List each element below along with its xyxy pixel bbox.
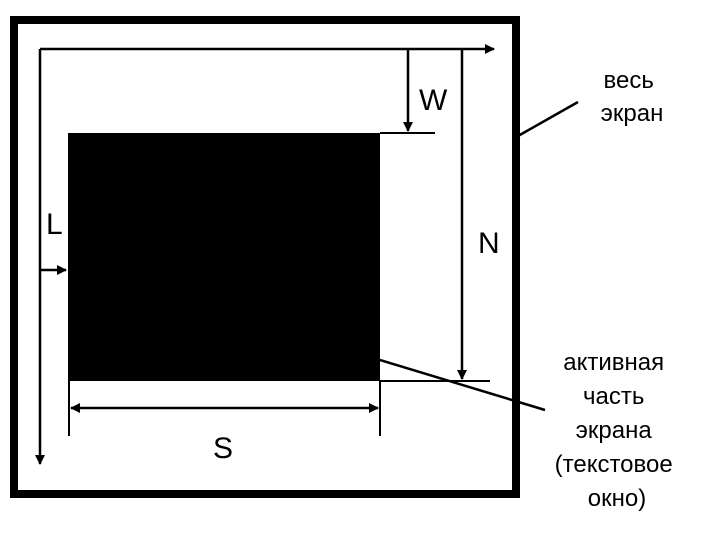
label-n: N (478, 227, 500, 260)
label-l: L (46, 208, 63, 241)
full-screen-caption: весь экран (601, 67, 664, 127)
label-s: S (213, 432, 233, 465)
active-area-caption-line: активная (563, 349, 664, 376)
full-screen-caption-line: весь (603, 67, 653, 94)
active-window (68, 133, 380, 381)
full-screen-frame (10, 16, 520, 498)
active-area-caption-line: (текстовое (555, 451, 673, 478)
active-area-caption-line: часть (583, 383, 644, 410)
active-area-leader (379, 358, 546, 412)
active-area-caption: активная часть экрана (текстовое окно) (555, 349, 680, 512)
full-screen-leader (517, 100, 579, 138)
label-w: W (419, 84, 448, 117)
full-screen-caption-line: экран (601, 100, 664, 127)
active-area-caption-line: окно) (588, 485, 646, 512)
active-area-caption-line: экрана (576, 417, 653, 444)
